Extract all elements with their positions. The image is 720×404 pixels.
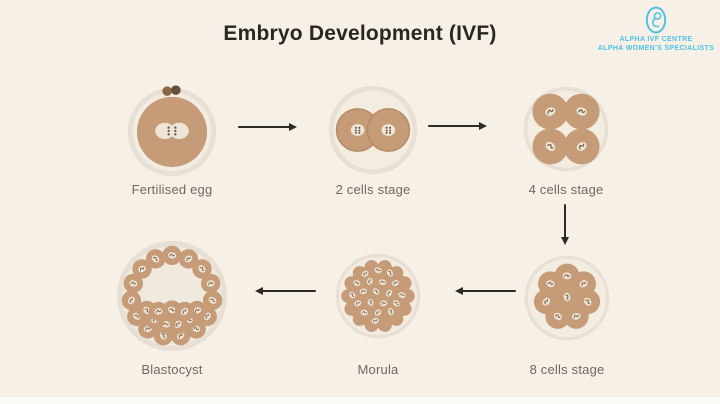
clinic-logo: ALPHA IVF CENTRE ALPHA WOMEN'S SPECIALIS… [576,5,720,53]
four-cells-illustration [523,86,609,172]
stage-label-8-cells: 8 cells stage [529,362,605,377]
stage-label-2-cells: 2 cells stage [335,182,411,197]
bottom-edge-strip [0,397,720,404]
two-cells-illustration [328,85,418,175]
fertilised-egg-illustration [127,85,217,177]
stage-label-4-cells: 4 cells stage [528,182,604,197]
stage-label-morula: Morula [357,362,399,377]
arrow-right-icon [428,122,487,130]
clinic-name: ALPHA IVF CENTRE [619,36,693,43]
arrow-down-icon [561,204,569,245]
stage-label-fertilised-egg: Fertilised egg [131,182,213,197]
arrow-left-icon [455,287,516,295]
stage-label-blastocyst: Blastocyst [141,362,203,377]
arrow-right-icon [238,123,297,131]
arrow-left-icon [255,287,316,295]
fetus-in-egg-icon [645,6,667,34]
eight-cells-illustration [524,255,610,341]
clinic-subtitle: ALPHA WOMEN'S SPECIALISTS [597,45,715,52]
blastocyst-illustration [116,240,228,352]
page-title: Embryo Development (IVF) [223,22,497,45]
morula-illustration [335,253,421,339]
